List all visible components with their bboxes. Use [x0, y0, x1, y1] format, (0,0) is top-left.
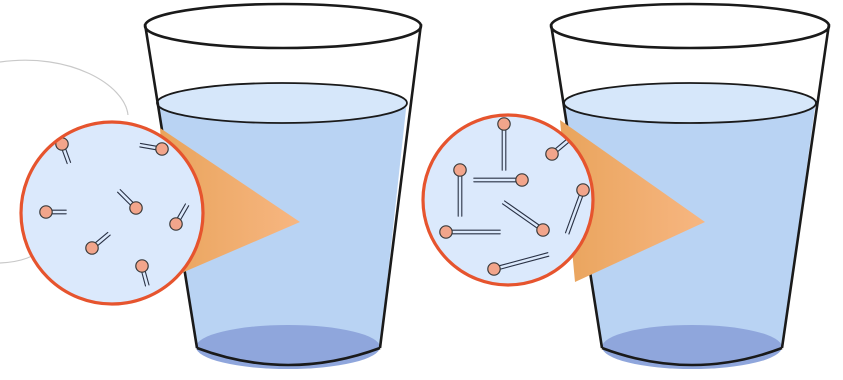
molecule-head [516, 174, 528, 186]
left-glass-water-surface [157, 83, 407, 123]
molecule-head [136, 260, 148, 272]
right-glass-water-surface [564, 83, 816, 123]
molecule-head [156, 143, 168, 155]
molecule-head [170, 218, 182, 230]
molecule-head [86, 242, 98, 254]
left-glass-rim [145, 4, 421, 48]
right-magnified-view-icon [423, 115, 593, 285]
molecule-head [488, 263, 500, 275]
molecule-head [454, 164, 466, 176]
left-magnified-view-icon [21, 122, 203, 304]
molecule-head [40, 206, 52, 218]
faint-arc-decoration-top [0, 60, 128, 115]
molecule-head [440, 226, 452, 238]
molecule-head [498, 118, 510, 130]
molecule-head [546, 148, 558, 160]
molecule-head [130, 202, 142, 214]
molecule-head [537, 224, 549, 236]
left-glass-bottom [196, 325, 380, 369]
right-glass-rim [551, 4, 829, 48]
molecule-head [577, 184, 589, 196]
right-glass-bottom [602, 325, 782, 369]
